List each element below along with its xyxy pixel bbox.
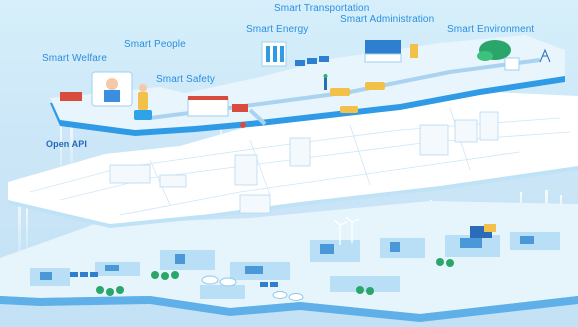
solar-panel-icon [295,56,329,66]
label-smart-environment: Smart Environment [447,24,535,35]
top-layer [50,35,565,136]
fire-truck-icon [232,104,248,112]
bottom-layer [0,201,578,322]
label-smart-safety: Smart Safety [156,74,215,85]
tree-icon [477,40,520,71]
bus-icon [330,82,385,113]
doctor-icon [91,71,133,107]
person-icon [134,84,152,120]
label-smart-administration: Smart Administration [340,14,435,25]
power-pylon-icon [539,48,551,63]
traffic-light-icon [323,74,328,90]
middle-layer [8,91,578,228]
ambulance-icon [60,92,82,101]
label-open-api: Open API [46,139,87,149]
label-smart-welfare: Smart Welfare [42,53,108,64]
building-icon [261,41,287,67]
label-smart-transportation: Smart Transportation [274,3,370,14]
label-smart-people: Smart People [124,39,186,50]
label-smart-energy: Smart Energy [246,24,309,35]
fire-station-icon [187,96,248,128]
administration-building-icon [364,40,418,63]
